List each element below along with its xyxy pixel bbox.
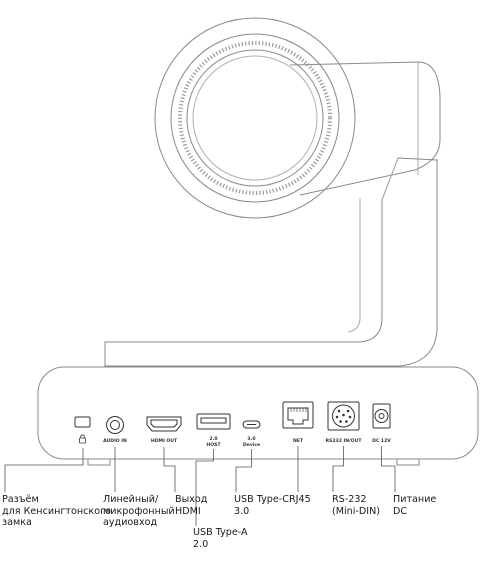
lens-ring-outer	[170, 33, 340, 203]
usb-a-label-line1: 2.0	[209, 436, 217, 442]
yoke-arm-inner-edge	[347, 198, 361, 333]
usb-a-label-line2: HOST	[206, 442, 221, 448]
camera-head	[154, 17, 441, 219]
usb-a-port	[196, 413, 231, 430]
callout-rj45: RJ45	[289, 494, 311, 505]
leader-rs232	[332, 446, 344, 492]
lens-housing-outer	[154, 17, 356, 219]
callout-audio: Линейный/ микрофонный аудиовход	[103, 494, 175, 529]
audio-in-label: AUDIO IN	[103, 438, 127, 444]
callout-rs232: RS-232 (Mini-DIN)	[332, 494, 381, 517]
rs232-mini-din	[332, 404, 355, 428]
usb-c-label-line2: Device	[243, 442, 260, 448]
camera-base	[37, 366, 479, 466]
callout-usb-a: USB Type-A 2.0	[193, 527, 248, 550]
yoke-seam	[381, 157, 399, 201]
base-left-foot	[87, 459, 111, 466]
camera-yoke	[104, 157, 438, 367]
dc-power-jack	[374, 409, 389, 423]
callout-usb-c: USB Type-C 3.0	[234, 494, 289, 517]
base-right-foot	[396, 459, 420, 466]
leader-power	[381, 446, 396, 492]
dc-power-pin	[378, 413, 385, 419]
callout-power: Питание DC	[393, 494, 437, 517]
kensington-lock-icon	[79, 434, 86, 444]
hdmi-port	[146, 416, 182, 432]
head-side-body	[289, 61, 441, 196]
usb-a-tongue	[200, 417, 227, 424]
lens-knurled-ring	[178, 41, 332, 195]
leader-hdmi	[163, 447, 176, 492]
hdmi-port-inner	[150, 419, 178, 428]
hdmi-out-label: HDMI OUT	[151, 438, 178, 444]
dc-label: DC 12V	[372, 438, 391, 444]
callout-kensington: Разъём для Кенсингтонского замка	[2, 494, 111, 529]
dc-power-housing	[372, 403, 391, 429]
callout-hdmi: Выход HDMI	[175, 494, 208, 517]
kensington-slot	[74, 416, 91, 428]
rj45-port	[282, 401, 314, 429]
rj45-contacts	[290, 408, 307, 412]
audio-in-jack	[106, 416, 124, 434]
rj45-socket	[287, 407, 309, 425]
rs232-pins	[335, 409, 352, 423]
rs232-housing	[327, 401, 360, 431]
leader-usb-a	[195, 449, 214, 526]
port-panel: AUDIO IN HDMI OUT 2.0 HOST 3.0 Device NE…	[74, 401, 391, 448]
leader-usb-c	[235, 449, 252, 492]
net-label: NET	[293, 438, 304, 444]
audio-in-jack-core	[110, 420, 120, 430]
leader-lines	[4, 446, 396, 526]
base-housing	[37, 366, 479, 460]
leader-kensington	[4, 448, 84, 492]
lens-glass	[192, 55, 318, 181]
usb-c-label-line1: 3.0	[247, 436, 255, 442]
rs232-label: RS232 IN/OUT	[325, 438, 362, 444]
lens-ring-inner	[186, 49, 324, 187]
yoke-arm-outer	[104, 157, 438, 367]
usb-c-port	[242, 420, 261, 429]
